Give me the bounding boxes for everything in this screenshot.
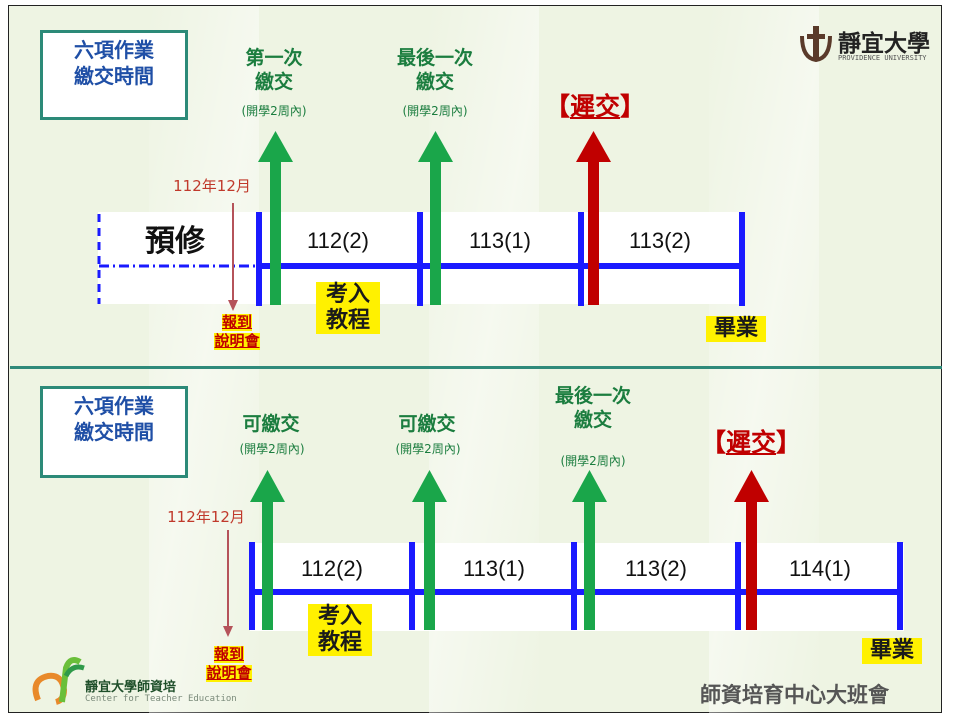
bottom-term-3: 113(2) (625, 556, 687, 581)
bottom-late-open: 【 (700, 428, 726, 457)
bottom-late-arrow-shaft (746, 500, 757, 630)
top-title-line1: 六項作業 (74, 38, 154, 62)
bottom-last-submit-line1: 最後一次 (554, 385, 631, 407)
bottom-submit-2: 可繳交 (398, 413, 456, 435)
top-exam-line1: 考入 (316, 282, 380, 308)
top-green-arrow-2-shaft (430, 160, 441, 305)
bottom-green-arrow-2-head (412, 470, 447, 502)
footer-logo-text: 靜宜大學師資培 (85, 680, 177, 695)
top-graduate-label: 畢業 (706, 316, 766, 342)
background-stripe (149, 6, 259, 714)
top-exam-label: 考入 教程 (316, 282, 380, 334)
bottom-green-arrow-3-head (572, 470, 607, 502)
top-first-note: (開學2周內) (241, 104, 307, 118)
logo-subtitle: PROVIDENCE UNIVERSITY (838, 54, 927, 62)
top-late-close: 】 (620, 92, 646, 121)
bottom-orientation-line2: 說明會 (206, 664, 252, 682)
section-divider (10, 366, 942, 369)
bottom-late-arrow-head (734, 470, 769, 502)
bottom-note-1: (開學2周內) (239, 442, 305, 456)
bottom-graduate-label: 畢業 (862, 638, 922, 664)
bottom-title-line2: 繳交時間 (74, 420, 154, 444)
bottom-green-arrow-2-shaft (424, 500, 435, 630)
top-title-box: 六項作業 繳交時間 (40, 30, 188, 120)
top-last-submit: 最後一次 繳交 (370, 46, 500, 94)
bottom-orientation-line1: 報到 (213, 645, 244, 663)
bottom-date-label: 112年12月 (167, 508, 245, 526)
bottom-exam-label: 考入 教程 (308, 604, 372, 656)
top-term-3: 113(2) (629, 228, 691, 253)
bottom-note-2: (開學2周內) (395, 442, 461, 456)
bottom-term-4: 114(1) (789, 556, 851, 581)
top-late-label: 【遲交】 (530, 92, 660, 122)
bottom-submit-1: 可繳交 (242, 413, 300, 435)
top-exam-line2: 教程 (316, 308, 380, 334)
top-prep-label: 預修 (145, 224, 205, 259)
top-green-arrow-2-head (418, 131, 453, 162)
top-last-submit-line1: 最後一次 (396, 47, 473, 69)
top-term-1: 112(2) (307, 228, 369, 253)
top-orientation-line2: 說明會 (214, 332, 260, 350)
top-first-submit-line2: 繳交 (254, 71, 293, 93)
top-date-label: 112年12月 (173, 177, 251, 195)
bottom-term-1: 112(2) (301, 556, 363, 581)
bottom-late-word: 遲交 (725, 428, 776, 457)
logo-name: 靜宜大學 (838, 31, 930, 57)
bottom-last-submit-line2: 繳交 (573, 409, 612, 431)
top-last-note: (開學2周內) (402, 104, 468, 118)
top-last-submit-line2: 繳交 (415, 71, 454, 93)
cross-emblem-icon (800, 26, 832, 63)
bottom-exam-line2: 教程 (308, 630, 372, 656)
bottom-late-label: 【遲交】 (686, 428, 816, 458)
top-late-open: 【 (544, 92, 570, 121)
top-late-arrow-shaft (588, 160, 599, 305)
top-first-submit: 第一次 繳交 (214, 46, 334, 94)
bottom-last-note: (開學2周內) (560, 454, 626, 468)
footer-title: 師資培育中心大班會 (700, 683, 889, 707)
top-term-2: 113(1) (469, 228, 531, 253)
bottom-green-arrow-1-head (250, 470, 285, 502)
top-late-word: 遲交 (569, 92, 620, 121)
bottom-late-close: 】 (776, 428, 802, 457)
bottom-date-arrow-head (223, 626, 233, 637)
top-green-arrow-1-head (258, 131, 293, 162)
top-orientation-line1: 報到 (221, 313, 252, 331)
top-date-arrow-head (228, 300, 238, 311)
bottom-orientation-label: 報到 說明會 (194, 644, 264, 682)
bottom-last-submit: 最後一次 繳交 (528, 384, 658, 432)
bottom-title-line1: 六項作業 (74, 394, 154, 418)
top-title-line2: 繳交時間 (74, 64, 154, 88)
bottom-term-2: 113(1) (463, 556, 525, 581)
top-first-submit-line1: 第一次 (245, 47, 303, 69)
bottom-exam-line1: 考入 (308, 604, 372, 630)
footer-logo-subtitle: Center for Teacher Education (85, 694, 237, 704)
bottom-green-arrow-1-shaft (262, 500, 273, 630)
top-orientation-label: 報到 說明會 (202, 312, 272, 350)
bottom-title-box: 六項作業 繳交時間 (40, 386, 188, 478)
top-green-arrow-1-shaft (270, 160, 281, 305)
bottom-green-arrow-3-shaft (584, 500, 595, 630)
top-late-arrow-head (576, 131, 611, 162)
